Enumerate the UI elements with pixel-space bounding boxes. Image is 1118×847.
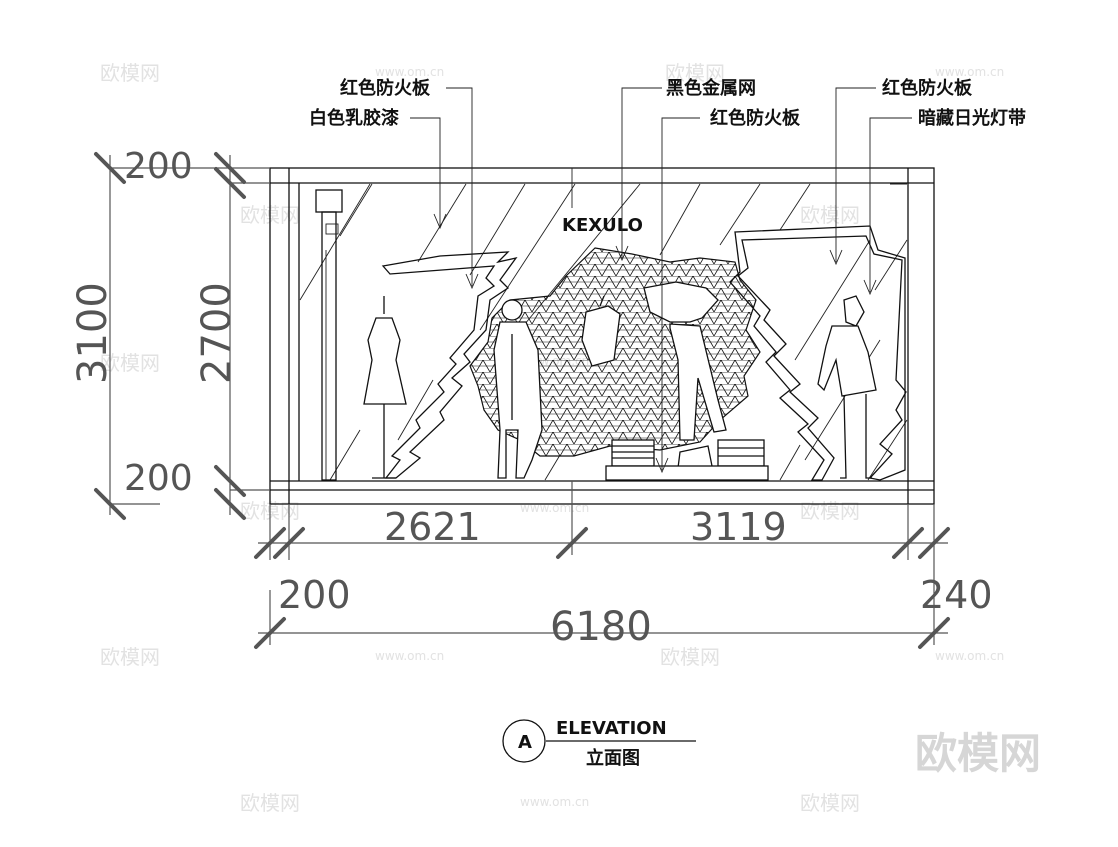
watermark-brand: 欧模网 xyxy=(800,499,860,523)
material-labels: 红色防火板 白色乳胶漆 黑色金属网 红色防火板 红色防火板 暗藏日光灯带 xyxy=(309,77,1026,129)
watermark-url: www.om.cn xyxy=(935,65,1004,79)
watermark-logo: 欧模网 xyxy=(915,729,1041,778)
left-pillar xyxy=(315,189,343,481)
label-hidden-light-strip: 暗藏日光灯带 xyxy=(918,107,1026,129)
dim-left-top: 200 xyxy=(124,146,193,187)
label-black-metal-mesh: 黑色金属网 xyxy=(666,77,756,99)
dim-bottom-total: 6180 xyxy=(550,604,652,650)
watermark-brand: 欧模网 xyxy=(100,645,160,669)
dim-left-outer-height: 3100 xyxy=(70,282,116,384)
watermark-brand: 欧模网 xyxy=(100,61,160,85)
section-letter: A xyxy=(518,732,532,753)
section-symbol xyxy=(502,719,546,763)
watermark-url: www.om.cn xyxy=(375,65,444,79)
title-block: A ELEVATION 立面图 xyxy=(502,718,696,769)
watermark-brand: 欧模网 xyxy=(665,61,725,85)
label-red-fireboard-left: 红色防火板 xyxy=(340,77,431,99)
watermark-brand: 欧模网 xyxy=(800,791,860,815)
dim-bottom-right-edge: 240 xyxy=(920,573,993,617)
watermark-url: www.om.cn xyxy=(935,649,1004,663)
red-panels xyxy=(381,225,907,481)
watermark-url: www.om.cn xyxy=(520,501,589,515)
dim-left-middle: 2700 xyxy=(194,282,240,384)
dim-bottom-left-segment: 2621 xyxy=(384,505,481,549)
watermark-brand: 欧模网 xyxy=(800,203,860,227)
watermark-brand: 欧模网 xyxy=(240,791,300,815)
folded-clothes-stack xyxy=(605,439,769,481)
watermark-url: www.om.cn xyxy=(520,795,589,809)
hanging-shirt xyxy=(581,295,621,367)
frame-outer xyxy=(269,167,935,505)
vertical-dimensions: 200 200 3100 2700 xyxy=(70,146,270,520)
window-frame xyxy=(269,167,935,505)
title-elevation: ELEVATION xyxy=(556,718,667,739)
label-red-fireboard-middle: 红色防火板 xyxy=(710,107,801,129)
label-red-fireboard-right: 红色防火板 xyxy=(882,77,973,99)
horizontal-dimensions: 2621 3119 200 240 6180 xyxy=(254,481,993,650)
watermark-brand: 欧模网 xyxy=(660,645,720,669)
dim-bottom-right-segment: 3119 xyxy=(690,505,787,549)
mannequin-female xyxy=(817,295,877,479)
dim-bottom-left-edge: 200 xyxy=(278,573,351,617)
mannequin-dress xyxy=(363,296,407,479)
brand-sign: KEXULO xyxy=(562,215,643,236)
leaders xyxy=(410,87,912,474)
glass-hatching xyxy=(299,183,908,481)
hanging-top-and-pants xyxy=(643,281,727,441)
subtitle-elevation: 立面图 xyxy=(586,747,640,769)
dim-left-bottom: 200 xyxy=(124,458,193,499)
watermark-url: www.om.cn xyxy=(375,649,444,663)
label-white-latex-paint: 白色乳胶漆 xyxy=(309,107,399,129)
mannequin-coat xyxy=(493,299,543,479)
